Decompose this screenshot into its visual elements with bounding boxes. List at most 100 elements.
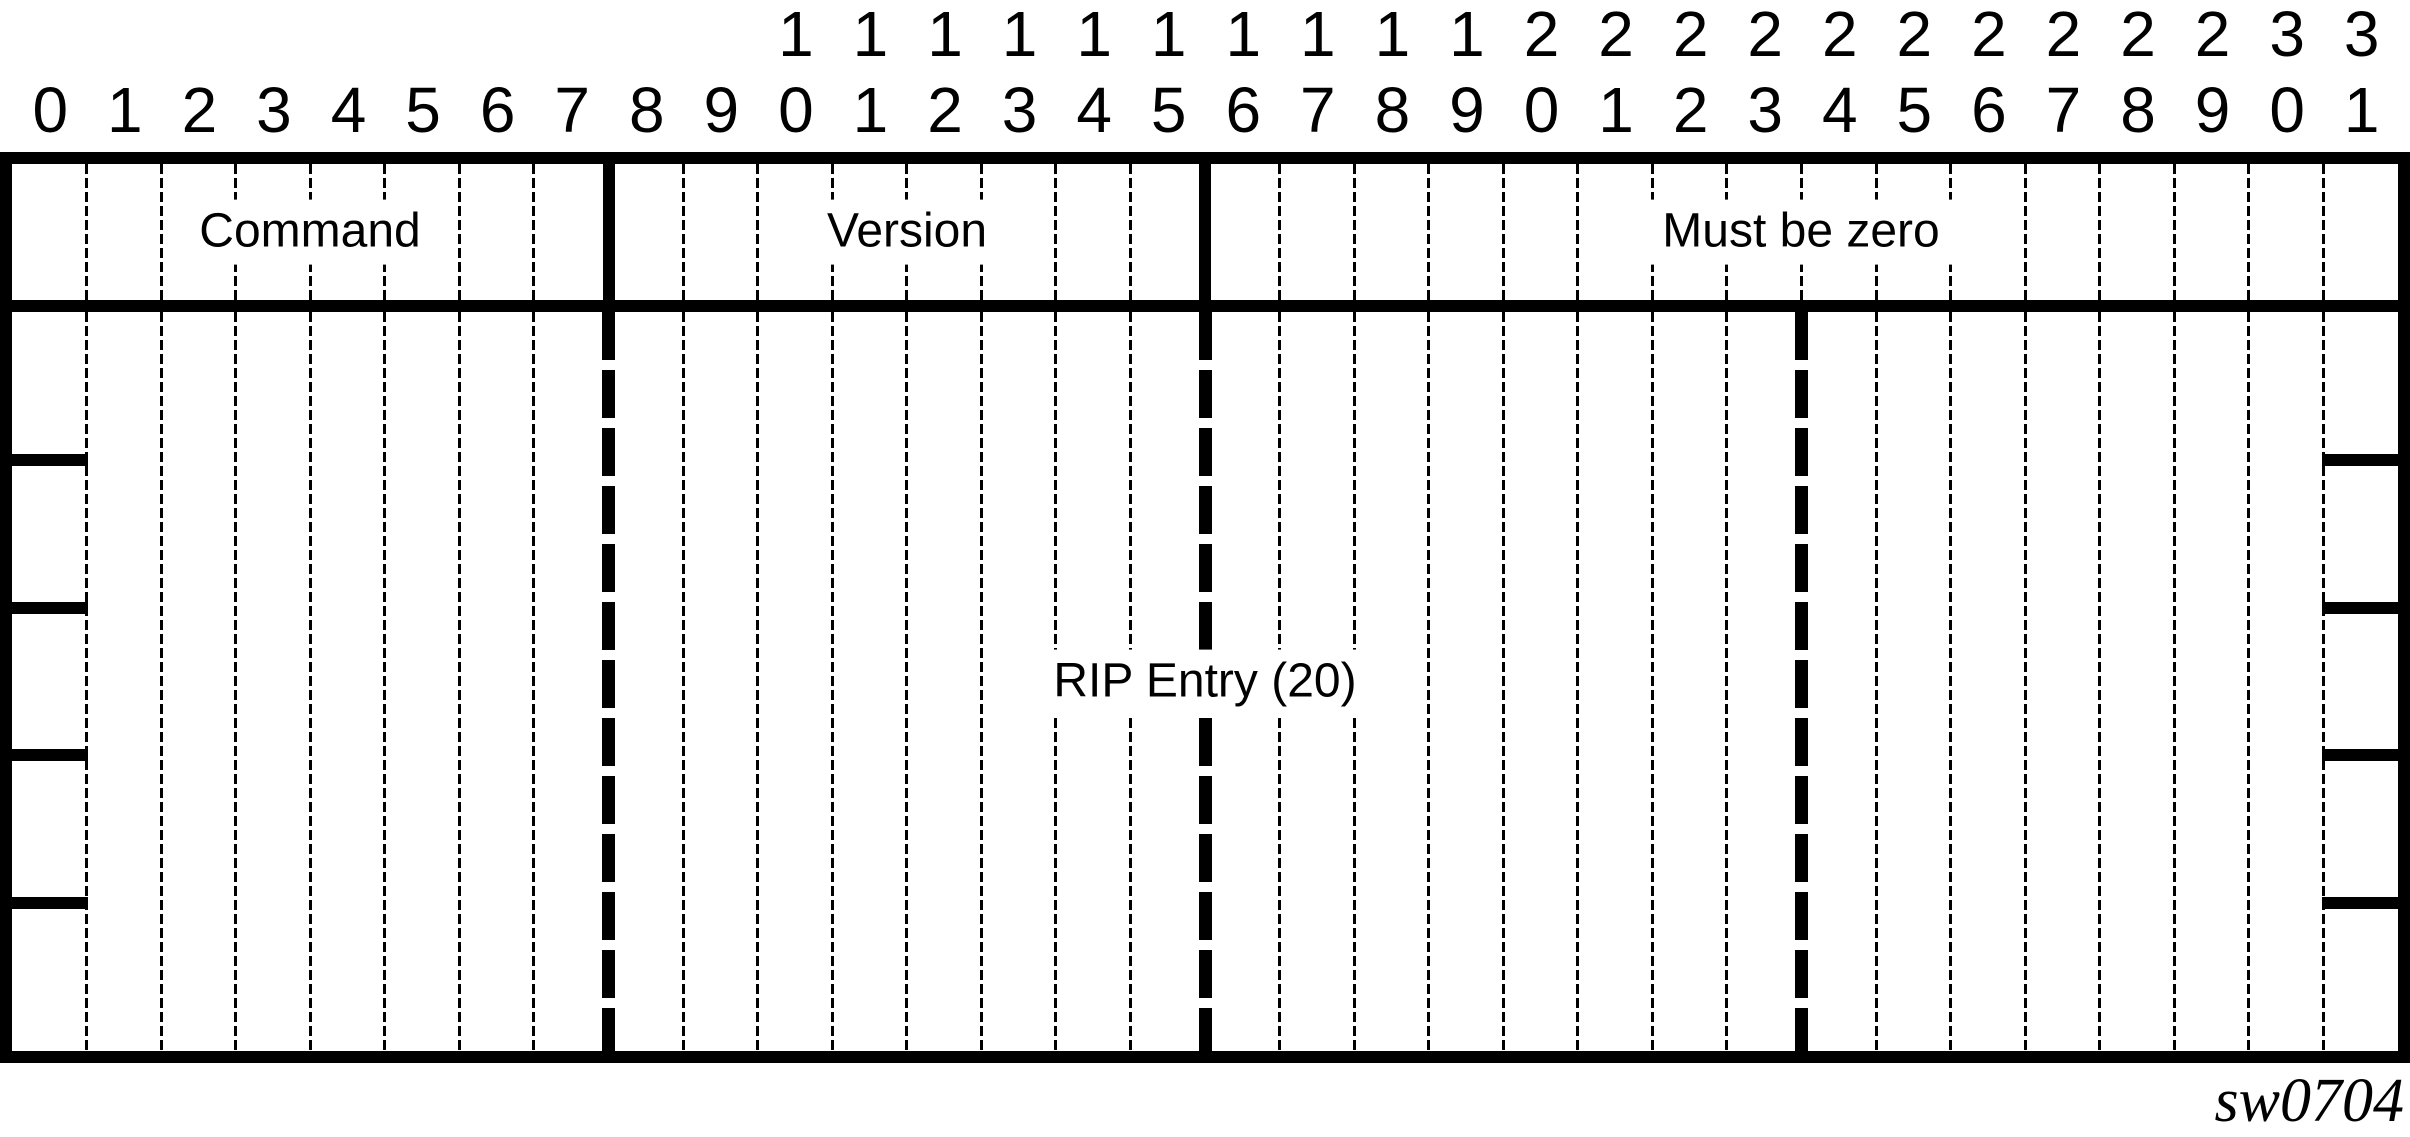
bit-separator-line <box>532 312 536 1051</box>
bit-tens-digit: 2 <box>1747 0 1783 70</box>
bit-ones-digit: 1 <box>852 74 889 146</box>
bit-number-column: 2 <box>161 0 236 148</box>
word-row-tick-right <box>2321 453 2410 466</box>
bit-ones-digit: 5 <box>405 74 441 146</box>
bit-ones-digit: 0 <box>1523 74 1560 146</box>
bit-ones-digit: 5 <box>1150 74 1187 146</box>
bit-ones-digit: 9 <box>703 74 740 146</box>
bit-separator-line <box>1576 312 1580 1051</box>
bit-separator-line <box>2023 312 2027 1051</box>
bit-separator-line <box>1352 164 1356 300</box>
bit-separator-line <box>1501 312 1505 1051</box>
bit-ones-digit: 8 <box>2120 74 2156 146</box>
bit-ones-digit: 6 <box>1225 74 1261 146</box>
field-label-must-be-zero: Must be zero <box>1646 199 1956 265</box>
bit-ones-digit: 4 <box>1076 74 1112 146</box>
bit-separator-line <box>1576 164 1580 300</box>
bit-separator-line <box>756 164 760 300</box>
bit-tens-digit: 1 <box>1076 0 1112 70</box>
bit-ones-digit: 8 <box>1374 74 1411 146</box>
bit-ones-digit: 9 <box>1449 74 1485 146</box>
bit-separator-line <box>1874 312 1878 1051</box>
bit-ones-digit: 1 <box>107 74 143 146</box>
bit-separator-line <box>681 312 685 1051</box>
bit-ones-digit: 2 <box>1672 74 1709 146</box>
field-divider-solid <box>602 164 615 312</box>
bit-separator-line <box>2321 312 2325 1051</box>
bit-separator-line <box>85 164 89 300</box>
bit-separator-line <box>457 312 461 1051</box>
bit-ones-digit: 7 <box>1300 74 1336 146</box>
bit-ones-digit: 7 <box>554 74 590 146</box>
bit-separator-line <box>2098 164 2102 300</box>
bit-ones-digit: 2 <box>927 74 963 146</box>
bit-tens-digit: 2 <box>1821 0 1858 70</box>
bit-separator-line <box>2098 312 2102 1051</box>
field-divider-solid <box>1199 164 1211 312</box>
bit-separator-line <box>532 164 536 300</box>
bit-number-column: 0 <box>12 0 87 148</box>
bit-tens-digit: 2 <box>1971 0 2007 70</box>
bit-ones-digit: 8 <box>628 74 665 146</box>
bit-tens-digit: 2 <box>1672 0 1709 70</box>
bit-separator-line <box>1427 312 1431 1051</box>
bit-ones-digit: 6 <box>1971 74 2007 146</box>
bit-tens-digit: 3 <box>2269 0 2305 70</box>
byte-boundary-dashed-line <box>602 312 615 1051</box>
bit-separator-line <box>1427 164 1431 300</box>
bit-separator-line <box>756 312 760 1051</box>
bit-number-column: 7 <box>534 0 609 148</box>
bit-ones-digit: 1 <box>2343 74 2380 146</box>
bit-ones-digit: 0 <box>2269 74 2305 146</box>
bit-tens-digit: 1 <box>852 0 889 70</box>
bit-separator-line <box>308 312 312 1051</box>
word-row-tick-left <box>0 453 89 466</box>
bit-separator-line <box>2247 164 2251 300</box>
bit-tens-digit: 1 <box>927 0 963 70</box>
bit-tens-digit: 2 <box>2194 0 2231 70</box>
bit-tens-digit: 1 <box>1300 0 1336 70</box>
bit-separator-line <box>830 312 834 1051</box>
bit-separator-line <box>2023 164 2027 300</box>
word-row-tick-right <box>2321 601 2410 614</box>
packet-frame <box>0 152 2410 1063</box>
bit-separator-line <box>979 312 983 1051</box>
bit-tens-digit: 1 <box>1449 0 1485 70</box>
bit-number-column: 3 <box>236 0 311 148</box>
bit-tens-digit: 2 <box>1523 0 1560 70</box>
bit-ones-digit: 0 <box>778 74 814 146</box>
bit-separator-line <box>159 312 163 1051</box>
word-row-tick-left <box>0 749 89 762</box>
bit-tens-digit: 1 <box>1374 0 1411 70</box>
bit-separator-line <box>1650 312 1654 1051</box>
bit-ones-digit: 3 <box>1001 74 1038 146</box>
word-row-tick-right <box>2321 897 2410 910</box>
bit-number-column: 8 <box>609 0 684 148</box>
byte-boundary-dashed-line <box>1795 312 1808 1051</box>
bit-separator-line <box>1278 164 1282 300</box>
bit-separator-line <box>1949 312 1953 1051</box>
bit-separator-line <box>383 312 387 1051</box>
bit-tens-digit: 2 <box>1896 0 1933 70</box>
bit-tens-digit: 2 <box>1598 0 1634 70</box>
bit-ones-digit: 1 <box>1598 74 1634 146</box>
figure-caption: sw0704 <box>2214 1067 2404 1135</box>
bit-separator-line <box>2321 164 2325 300</box>
bit-number-column: 5 <box>385 0 460 148</box>
bit-separator-line <box>2247 312 2251 1051</box>
bit-ones-digit: 2 <box>181 74 218 146</box>
